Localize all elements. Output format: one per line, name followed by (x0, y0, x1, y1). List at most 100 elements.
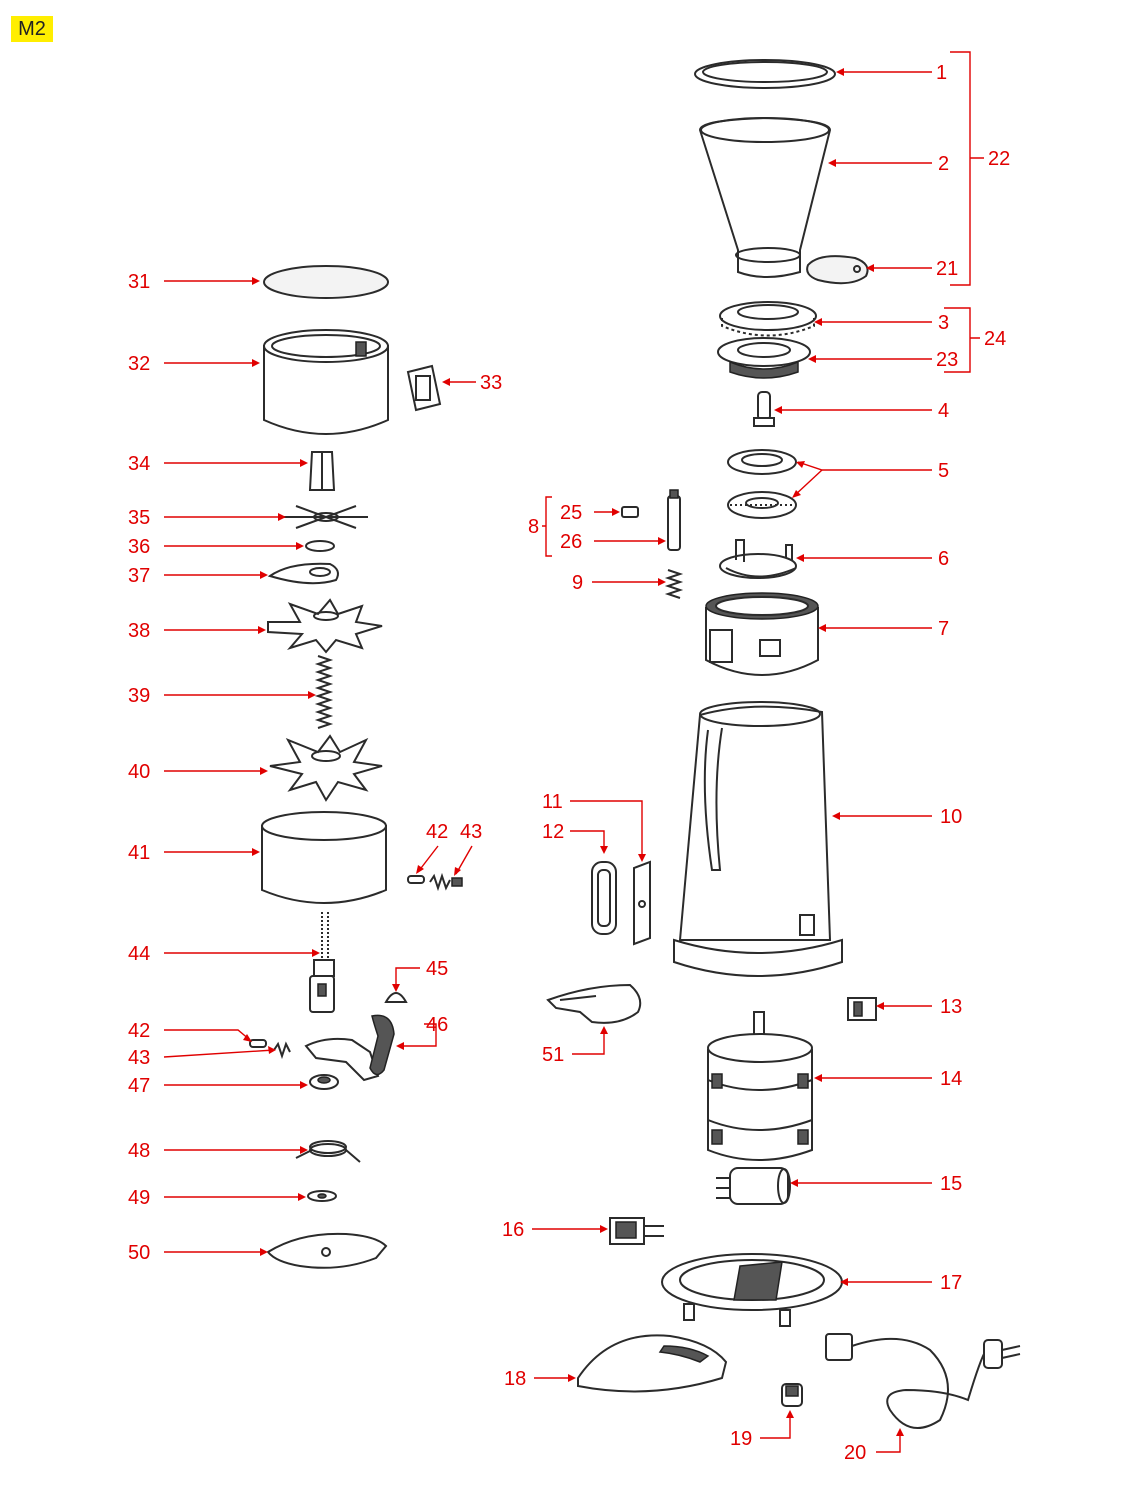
callout-4: 4 (938, 400, 949, 422)
callout-41: 41 (128, 842, 150, 864)
part-lid (694, 59, 836, 89)
callout-23: 23 (936, 349, 958, 371)
callout-33: 33 (480, 372, 502, 394)
callout-35: 35 (128, 507, 150, 529)
part-doser-container (263, 329, 389, 435)
part-bolt (753, 391, 775, 427)
callout-15: 15 (940, 1173, 962, 1195)
part-o-ring (305, 540, 335, 552)
callout-47: 47 (128, 1075, 150, 1097)
callout-25: 25 (560, 502, 582, 524)
part-terminal-block (609, 1217, 664, 1245)
callout-46: 46 (426, 1014, 448, 1036)
leader-lines (163, 51, 984, 1453)
part-doser-lid (263, 265, 389, 299)
callout-19: 19 (730, 1428, 752, 1450)
page-tag: M2 (11, 16, 53, 42)
callout-16: 16 (502, 1219, 524, 1241)
part-motor (707, 1011, 813, 1161)
callout-17: 17 (940, 1272, 962, 1294)
callout-24: 24 (984, 328, 1006, 350)
part-lever-knob (384, 992, 408, 1003)
callout-39: 39 (128, 685, 150, 707)
callout-5: 5 (938, 460, 949, 482)
part-doser-star-lower (269, 734, 383, 802)
callout-43-upper: 43 (460, 821, 482, 843)
part-cover-plate (633, 860, 651, 946)
part-hopper (698, 116, 832, 278)
part-doser-base-disk (266, 1232, 388, 1269)
callout-45: 45 (426, 958, 448, 980)
callout-10: 10 (940, 806, 962, 828)
callout-34: 34 (128, 453, 150, 475)
callout-22: 22 (988, 148, 1010, 170)
callout-50: 50 (128, 1242, 150, 1264)
callout-40: 40 (128, 761, 150, 783)
part-doser-spring (314, 655, 334, 729)
part-shaft (667, 489, 681, 551)
part-hopper-flap (806, 255, 869, 285)
callout-1: 1 (936, 62, 947, 84)
part-chute-insert (406, 364, 442, 412)
part-pin-upper (407, 875, 425, 884)
part-doser-plate (267, 562, 339, 585)
callout-32: 32 (128, 353, 150, 375)
part-burr-holder (717, 337, 811, 379)
callout-37: 37 (128, 565, 150, 587)
part-body-housing (673, 701, 843, 977)
part-cone-nut (308, 451, 336, 491)
part-base-plate (661, 1253, 843, 1327)
part-doser-ring (261, 811, 387, 904)
part-burr-set (727, 449, 797, 519)
part-hex-nut (309, 1074, 339, 1090)
callout-51: 51 (542, 1044, 564, 1066)
callout-43-lower: 43 (128, 1047, 150, 1069)
part-doser-star-upper (267, 598, 383, 654)
callout-20: 20 (844, 1442, 866, 1464)
part-adjustment-ring (719, 301, 817, 337)
part-spring-small-lower (273, 1041, 291, 1060)
callout-44: 44 (128, 943, 150, 965)
part-base-cover (577, 1334, 728, 1393)
part-power-cord (825, 1333, 1021, 1429)
callout-36: 36 (128, 536, 150, 558)
callout-7: 7 (938, 618, 949, 640)
callout-9: 9 (572, 572, 583, 594)
part-spring (664, 569, 684, 599)
part-torsion-spring (295, 1140, 361, 1163)
callout-12: 12 (542, 821, 564, 843)
callout-31: 31 (128, 271, 150, 293)
part-pin-lower (249, 1039, 267, 1048)
part-star-spring (284, 505, 368, 529)
callout-8: 8 (528, 516, 539, 538)
callout-2: 2 (938, 153, 949, 175)
callout-38: 38 (128, 620, 150, 642)
part-burr-carrier (719, 539, 797, 579)
part-grinding-chamber (705, 592, 819, 676)
callout-14: 14 (940, 1068, 962, 1090)
part-rocker-switch (847, 997, 877, 1021)
part-set-pin (621, 506, 639, 518)
callout-26: 26 (560, 531, 582, 553)
callout-labels: 1 2 3 4 5 6 7 8 9 10 11 12 13 14 15 16 1… (128, 62, 1010, 1464)
callout-13: 13 (940, 996, 962, 1018)
callout-21: 21 (936, 258, 958, 280)
callout-18: 18 (504, 1368, 526, 1390)
callout-42-lower: 42 (128, 1020, 150, 1042)
part-washer (307, 1190, 337, 1202)
part-doser-lever (304, 1014, 395, 1082)
part-capacitor (716, 1167, 791, 1205)
part-foot-knob (781, 1383, 803, 1407)
part-window-frame (591, 861, 617, 935)
callout-48: 48 (128, 1140, 150, 1162)
callout-6: 6 (938, 548, 949, 570)
callout-3: 3 (938, 312, 949, 334)
callout-42-upper: 42 (426, 821, 448, 843)
callout-49: 49 (128, 1187, 150, 1209)
part-spring-small-upper (429, 872, 463, 892)
part-doser-shaft (309, 912, 335, 1013)
part-drip-tray (546, 983, 642, 1024)
callout-11: 11 (542, 791, 563, 813)
